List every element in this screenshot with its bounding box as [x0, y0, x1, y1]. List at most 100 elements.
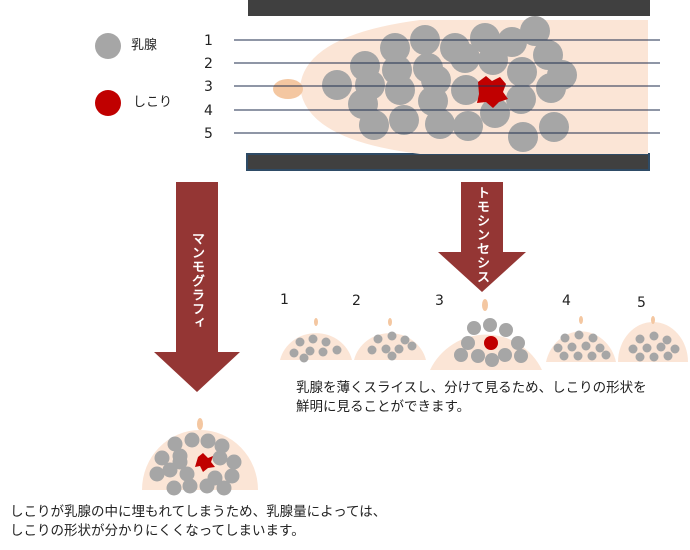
- mammography-lump: [195, 453, 215, 472]
- gland: [299, 353, 309, 363]
- gland: [499, 323, 513, 337]
- gland: [508, 122, 538, 152]
- gland: [214, 438, 230, 454]
- gland: [224, 468, 240, 484]
- gland: [162, 462, 178, 478]
- mammography-caption: しこりが乳腺の中に埋もれてしまうため、乳腺量によっては、 しこりの形状が分かりに…: [10, 503, 386, 541]
- gland: [656, 342, 666, 352]
- gland: [483, 318, 497, 332]
- tomo-slice-4-nipple: [579, 316, 583, 324]
- tomo-slice-4: [546, 316, 616, 362]
- gland: [480, 98, 510, 128]
- gland: [514, 349, 528, 363]
- mammography-gland-cluster: [149, 432, 242, 496]
- gland: [381, 344, 391, 354]
- tomosynthesis-arrow: [438, 182, 526, 292]
- gland: [539, 112, 569, 142]
- lump-main: [477, 76, 508, 108]
- slice-line-label-4: 4: [204, 103, 213, 119]
- gland: [595, 343, 605, 353]
- legend-gland-label: 乳腺: [131, 38, 158, 53]
- gland: [321, 337, 331, 347]
- tomo-slice-5-nipple: [651, 316, 655, 324]
- gland: [649, 352, 659, 362]
- gland: [454, 348, 468, 362]
- gland: [385, 75, 415, 105]
- gland: [635, 352, 645, 362]
- gland: [467, 321, 481, 335]
- gland: [400, 335, 410, 345]
- gland-cluster: [322, 16, 577, 152]
- mammography-caption-line-1: しこりが乳腺の中に埋もれてしまうため、乳腺量によっては、: [10, 504, 387, 520]
- tomo-slice-label-4: 4: [562, 293, 571, 309]
- gland: [642, 343, 652, 353]
- tomosynthesis-caption-line-1: 乳腺を薄くスライスし、分けて見るため、しこりの形状を: [296, 380, 647, 396]
- gland: [497, 27, 527, 57]
- legend-gland-icon: [95, 33, 121, 59]
- tomo-slice-3-lump: [484, 336, 498, 350]
- gland: [662, 335, 672, 345]
- gland: [587, 351, 597, 361]
- gland: [308, 334, 318, 344]
- gland: [461, 336, 475, 350]
- gland: [471, 349, 485, 363]
- slice-line-label-5: 5: [204, 126, 213, 142]
- top-compression-plate: [248, 0, 650, 16]
- gland: [179, 466, 195, 482]
- gland: [322, 70, 352, 100]
- tomo-slice-label-1: 1: [280, 292, 289, 308]
- gland: [573, 351, 583, 361]
- gland: [635, 334, 645, 344]
- gland: [485, 353, 499, 367]
- gland: [226, 454, 242, 470]
- nipple: [273, 79, 303, 99]
- gland: [567, 342, 577, 352]
- gland: [387, 331, 397, 341]
- gland: [166, 480, 182, 496]
- tomosynthesis-arrow-label: トモシンセシス: [474, 186, 489, 284]
- gland: [559, 351, 569, 361]
- tomo-slice-label-3: 3: [435, 293, 444, 309]
- gland: [167, 436, 183, 452]
- bottom-compression-plate: [246, 153, 650, 171]
- tomosynthesis-caption: 乳腺を薄くスライスし、分けて見るため、しこりの形状を 鮮明に見ることができます。: [296, 379, 647, 417]
- gland: [560, 333, 570, 343]
- gland: [172, 454, 188, 470]
- tomo-slice-3-nipple: [482, 299, 488, 311]
- gland: [367, 345, 377, 355]
- gland: [628, 344, 638, 354]
- gland: [451, 75, 481, 105]
- gland: [588, 333, 598, 343]
- gland: [318, 347, 328, 357]
- tomo-slice-1: [280, 318, 352, 363]
- tomosynthesis-caption-line-2: 鮮明に見ることができます。: [296, 399, 471, 415]
- gland: [332, 345, 342, 355]
- gland: [387, 351, 397, 361]
- slice-line-label-1: 1: [204, 33, 213, 49]
- gland: [520, 16, 550, 46]
- mammography-arrow: [154, 182, 240, 392]
- gland: [295, 337, 305, 347]
- mammography-arrow-label: マンモグラフィ: [189, 232, 204, 330]
- gland: [649, 331, 659, 341]
- gland: [216, 480, 232, 496]
- gland: [450, 43, 480, 73]
- gland: [407, 341, 417, 351]
- gland: [305, 346, 315, 356]
- gland: [359, 110, 389, 140]
- gland: [536, 73, 566, 103]
- tomo-slice-1-nipple: [314, 318, 318, 326]
- gland: [498, 348, 512, 362]
- tomo-slice-2-nipple: [388, 318, 392, 326]
- legend-lump-label: しこり: [133, 95, 173, 110]
- gland: [212, 450, 228, 466]
- tomo-slice-label-5: 5: [637, 295, 646, 311]
- gland: [511, 336, 525, 350]
- gland: [184, 432, 200, 448]
- gland: [373, 334, 383, 344]
- gland: [478, 45, 508, 75]
- gland: [425, 109, 455, 139]
- gland: [394, 344, 404, 354]
- gland: [199, 478, 215, 494]
